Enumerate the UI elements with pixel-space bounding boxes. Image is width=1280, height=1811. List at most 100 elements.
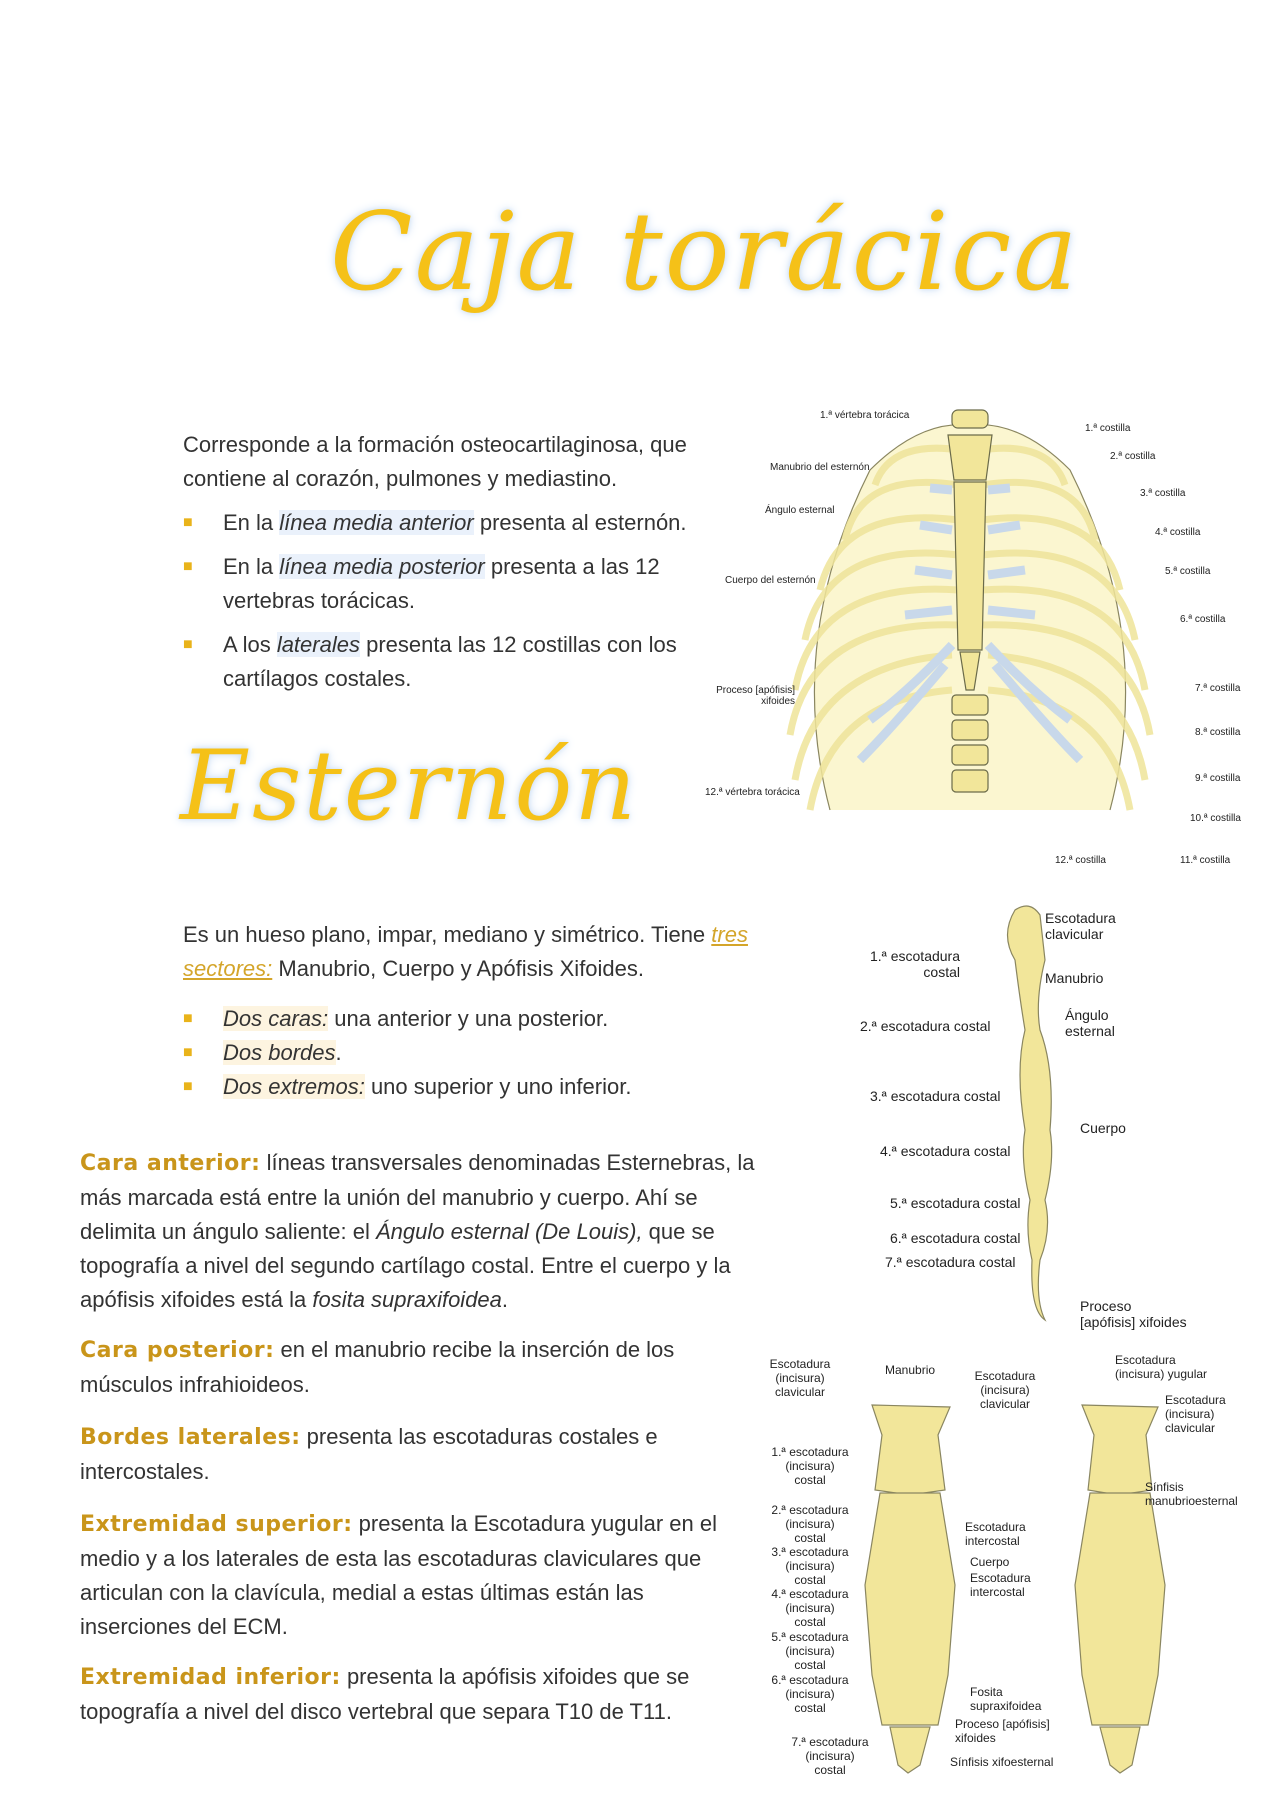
bullet-text: A los: [223, 632, 277, 657]
fig2-label-left: 5.ª escotadura costal: [890, 1195, 1021, 1211]
fig1-label-left: Proceso [apófisis] xifoides: [716, 685, 795, 707]
bullet-emphasis: laterales: [276, 632, 360, 657]
bullet-emphasis: línea media anterior: [279, 510, 474, 535]
fig1-label-left: 12.ª vértebra torácica: [705, 787, 800, 798]
fig2-label-right: Manubrio: [1045, 970, 1104, 986]
fig1-label-right: 3.ª costilla: [1140, 488, 1186, 499]
detail-text: presenta las escotaduras costales e inte…: [80, 1424, 658, 1484]
fig1-label-bottom: 12.ª costilla: [1055, 855, 1106, 866]
detail-bordes-laterales: Bordes laterales: presenta las escotadur…: [80, 1420, 680, 1489]
bullet-emphasis: Dos extremos:: [223, 1074, 365, 1099]
fig1-label-right: 2.ª costilla: [1110, 451, 1156, 462]
intro-bullets: ■En la línea media anterior presenta al …: [183, 506, 738, 696]
fig3-label-left: Escotadura (incisura) clavicular: [769, 1357, 831, 1399]
bullet-emphasis: Dos bordes: [223, 1040, 336, 1065]
fig2-label-left: 6.ª escotadura costal: [890, 1230, 1021, 1246]
list-item: ■ En la línea media posterior presenta a …: [183, 550, 738, 618]
fig1-label-right: 9.ª costilla: [1195, 773, 1241, 784]
sternum-ap-illustration: [864, 1404, 1166, 1774]
fig2-label-right: Proceso [apófisis] xifoides: [1080, 1298, 1187, 1330]
bullet-icon: ■: [183, 636, 193, 653]
fig3-label-center: Sínfisis xifoesternal: [950, 1755, 1054, 1769]
detail-heading: Cara anterior:: [80, 1151, 261, 1176]
fig1-label-right: 5.ª costilla: [1165, 566, 1211, 577]
fig1-label-left: Ángulo esternal: [765, 505, 835, 516]
rib-cage-illustration: [786, 409, 1154, 811]
sternum-sectors-link: tres sectores:: [183, 922, 748, 981]
fig3-label-left: 3.ª escotadura (incisura) costal: [771, 1545, 849, 1587]
fig3-label-right: Sínfisis manubrioesternal: [1145, 1480, 1238, 1508]
sternum-bullets: ■ Dos caras: una anterior y una posterior…: [183, 1002, 803, 1104]
fig2-label-left: 2.ª escotadura costal: [860, 1018, 991, 1034]
fig2-label-right: Escotadura clavicular: [1045, 910, 1116, 942]
list-item: ■ Dos caras: una anterior y una posterior…: [183, 1002, 803, 1036]
list-item: ■ A los laterales presenta las 12 costill…: [183, 628, 738, 696]
fig3-label-center: Escotadura intercostal: [970, 1571, 1031, 1599]
fig1-label-right: 10.ª costilla: [1190, 813, 1241, 824]
fig1-label-right: 8.ª costilla: [1195, 727, 1241, 738]
list-item: ■ Dos bordes.: [183, 1036, 803, 1070]
bullet-emphasis: línea media posterior: [279, 554, 485, 579]
fig3-label-center: Escotadura intercostal: [965, 1520, 1026, 1548]
fig3-label-center: Fosita supraxifoidea: [970, 1685, 1042, 1713]
detail-text: presenta la apófisis xifoides que se top…: [80, 1664, 690, 1724]
fig3-label-left: 4.ª escotadura (incisura) costal: [771, 1587, 849, 1629]
intro-text: Corresponde a la formación osteocartilag…: [183, 432, 687, 491]
sternum-text: Es un hueso plano, impar, mediano y simé…: [183, 922, 712, 947]
bullet-icon: ■: [183, 514, 193, 531]
fig1-label-right: 4.ª costilla: [1155, 527, 1201, 538]
fig3-label-center: Cuerpo: [970, 1555, 1010, 1569]
fig1-label-left: Manubrio del esternón: [770, 462, 870, 473]
fig3-label-center: Escotadura (incisura) clavicular: [974, 1369, 1036, 1411]
detail-text: líneas transversales denominadas Esterne…: [80, 1150, 755, 1244]
bullet-text: En la: [223, 510, 280, 535]
fig3-label-center: Proceso [apófisis] xifoides: [955, 1717, 1050, 1745]
sternum-lateral-figure: 1.ª escotadura costal 2.ª escotadura cos…: [840, 900, 1220, 1330]
fig3-label-left: 7.ª escotadura (incisura) costal: [791, 1735, 869, 1777]
detail-extremidad-inferior: Extremidad inferior: presenta la apófisi…: [80, 1660, 730, 1729]
fig1-label-left: 1.ª vértebra torácica: [820, 410, 910, 421]
fig3-label-right: Escotadura (incisura) clavicular: [1165, 1393, 1226, 1435]
bullet-text: presenta las 12 costillas con los cartíl…: [223, 632, 677, 691]
fig1-label-right: 11.ª costilla: [1180, 855, 1231, 866]
fig3-label-left: 5.ª escotadura (incisura) costal: [771, 1630, 849, 1672]
section-title-esternon: Esternón: [180, 730, 639, 842]
fig2-label-right: Cuerpo: [1080, 1120, 1126, 1136]
detail-heading: Extremidad inferior:: [80, 1665, 341, 1690]
bullet-icon: ■: [183, 1078, 193, 1095]
fig2-label-left: 4.ª escotadura costal: [880, 1143, 1011, 1159]
bullet-text: una anterior y una posterior.: [328, 1006, 609, 1031]
bullet-text: presenta a las 12 vertebras torácicas.: [223, 554, 660, 613]
bullet-text: .: [335, 1040, 342, 1065]
detail-heading: Cara posterior:: [80, 1338, 275, 1363]
list-item: ■ Dos extremos: uno superior y uno inferi…: [183, 1070, 803, 1104]
detail-emphasis: fosita supraxifoidea: [312, 1287, 502, 1312]
bullet-text: En la: [223, 554, 280, 579]
bullet-icon: ■: [183, 558, 193, 575]
detail-text: que se topografía a nivel del segundo ca…: [80, 1219, 731, 1312]
bullet-icon: ■: [183, 1044, 193, 1061]
list-item: ■En la línea media anterior presenta al …: [183, 506, 738, 540]
detail-text: en el manubrio recibe la inserción de lo…: [80, 1337, 675, 1397]
page-title: Caja torácica: [330, 190, 1080, 315]
fig3-label-left: 6.ª escotadura (incisura) costal: [771, 1673, 849, 1715]
detail-emphasis: Ángulo esternal (De Louis),: [375, 1219, 643, 1244]
detail-extremidad-superior: Extremidad superior: presenta la Escotad…: [80, 1507, 730, 1644]
bullet-emphasis: Dos caras:: [223, 1006, 329, 1031]
fig1-label-right: 1.ª costilla: [1085, 423, 1131, 434]
detail-cara-anterior: Cara anterior: líneas transversales deno…: [80, 1146, 760, 1317]
fig1-label-right: 6.ª costilla: [1180, 614, 1226, 625]
sternum-text: Manubrio, Cuerpo y Apófisis Xifoides.: [272, 956, 645, 981]
detail-cara-posterior: Cara posterior: en el manubrio recibe la…: [80, 1333, 680, 1402]
fig2-label-left: 3.ª escotadura costal: [870, 1088, 1001, 1104]
detail-text: .: [501, 1287, 509, 1312]
bullet-text: uno superior y uno inferior.: [364, 1074, 632, 1099]
fig3-label-left: 2.ª escotadura (incisura) costal: [771, 1503, 849, 1545]
detail-heading: Bordes laterales:: [80, 1425, 301, 1450]
rib-cage-figure: 1.ª vértebra torácica Manubrio del ester…: [690, 390, 1250, 870]
sternum-ap-figure: Escotadura (incisura) clavicular 1.ª esc…: [760, 1345, 1260, 1777]
fig1-label-right: 7.ª costilla: [1195, 683, 1241, 694]
bullet-icon: ■: [183, 1010, 193, 1027]
intro-block: Corresponde a la formación osteocartilag…: [183, 428, 738, 696]
fig2-label-left: 7.ª escotadura costal: [885, 1254, 1016, 1270]
